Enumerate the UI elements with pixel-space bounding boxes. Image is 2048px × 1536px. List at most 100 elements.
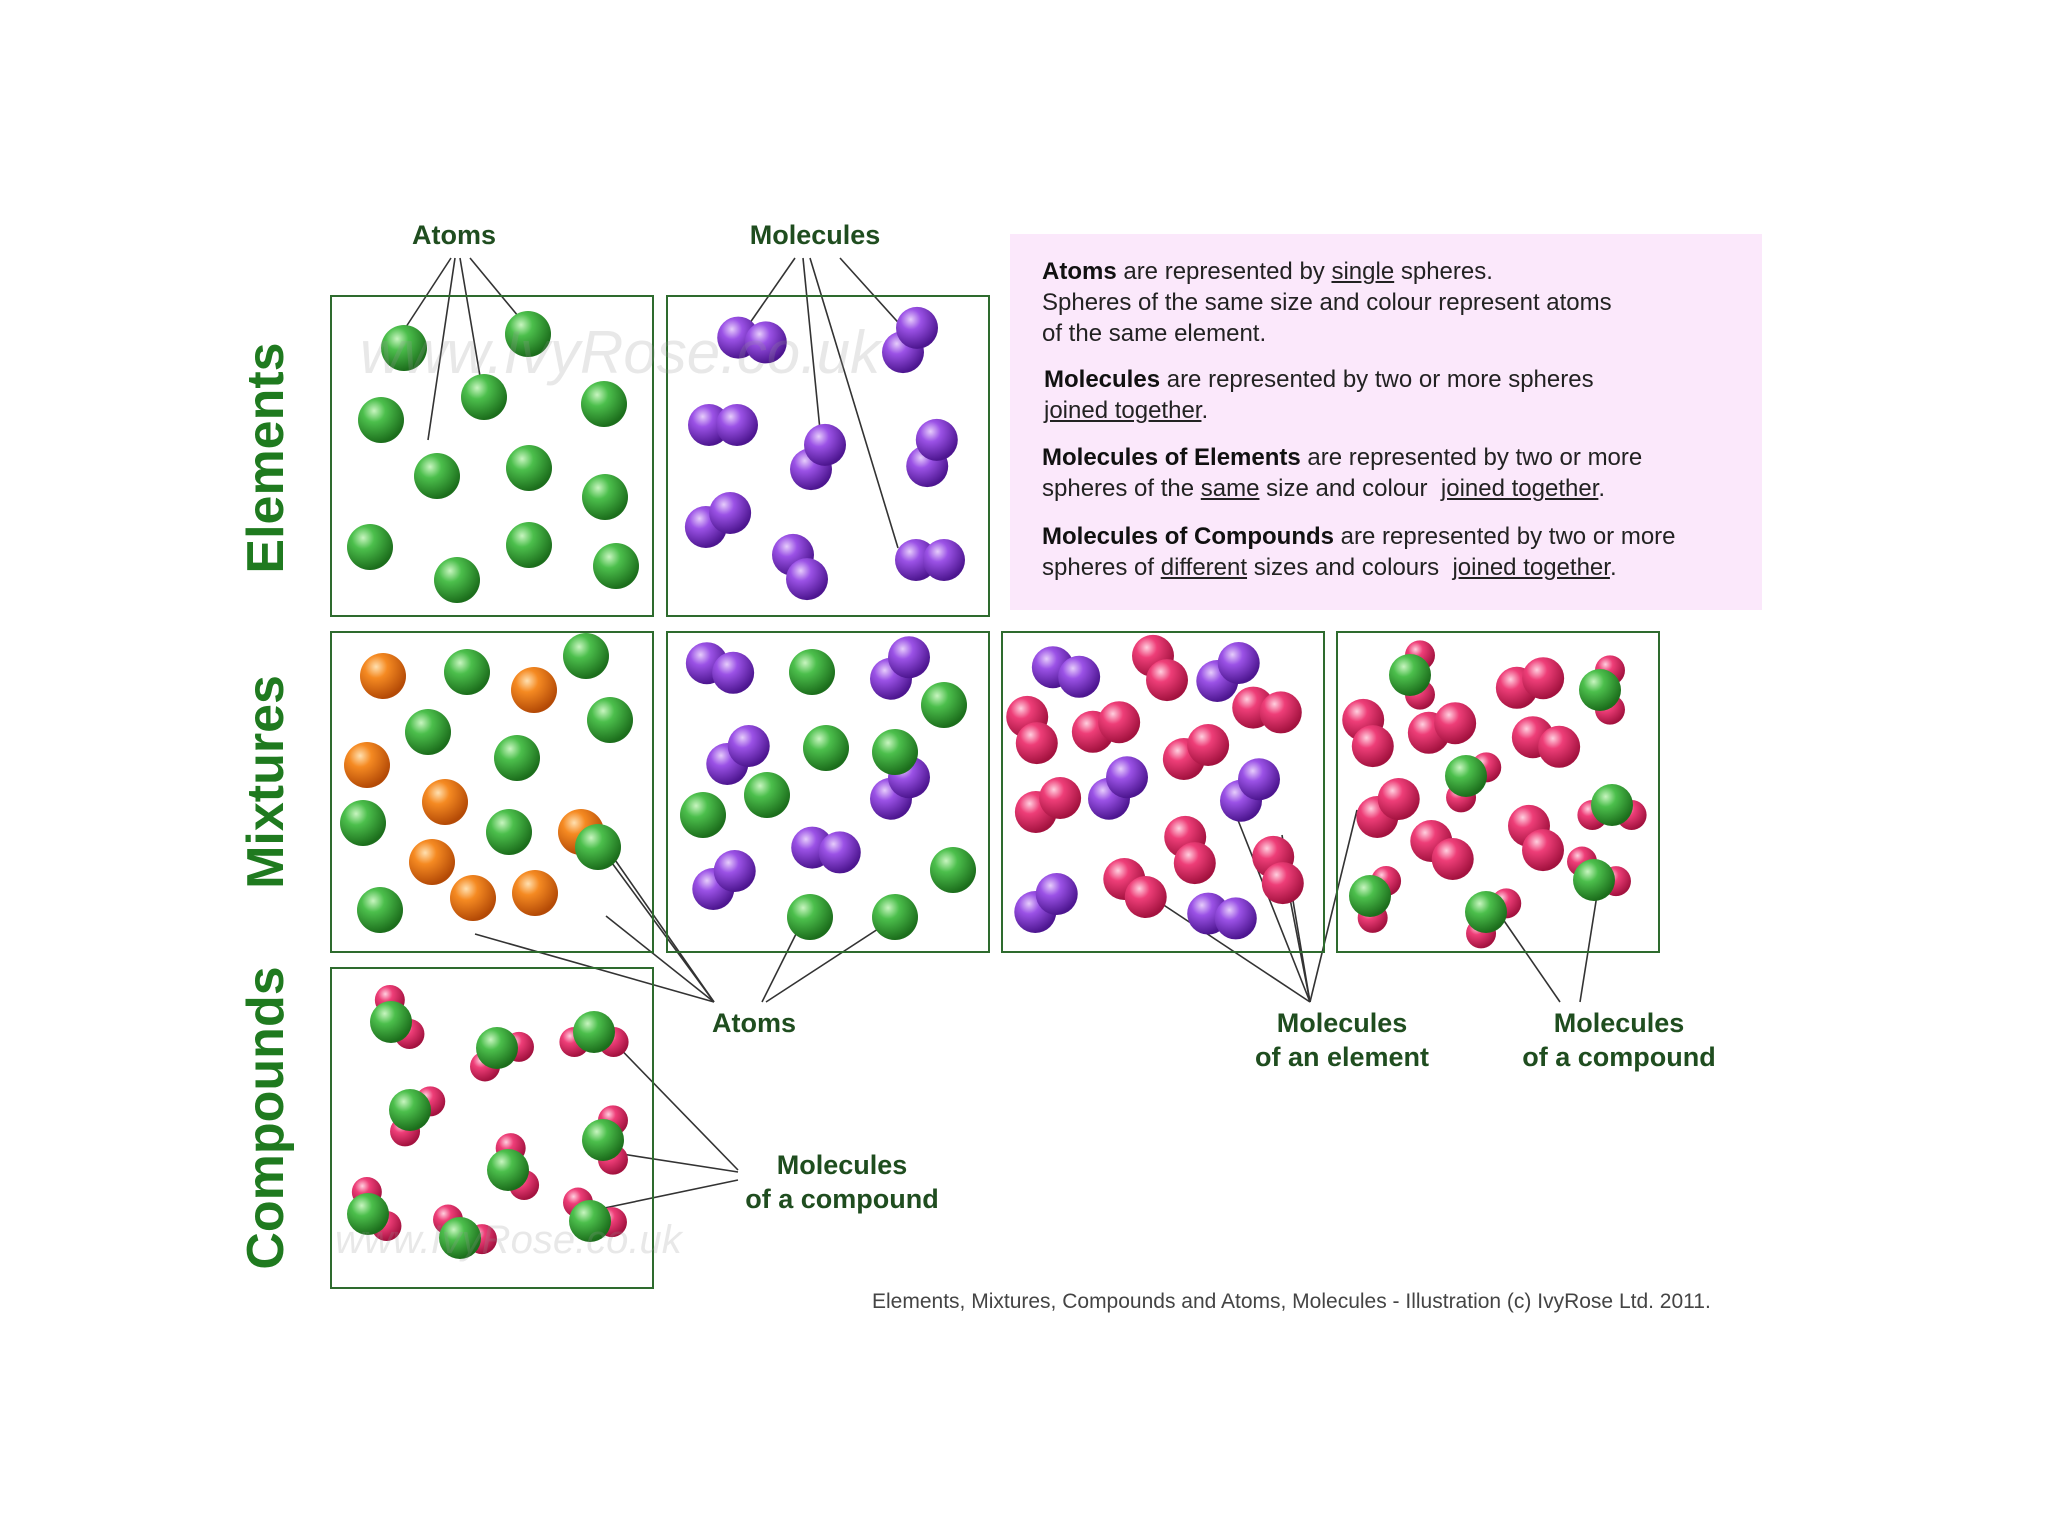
label-molecules-top: Molecules — [749, 220, 881, 250]
def-molecules-term: Molecules — [1044, 366, 1161, 393]
label-molecules-of-element: Molecules of an element — [1222, 1006, 1462, 1074]
green-sphere — [587, 697, 633, 743]
definition-molecules-of-elements: Molecules of Elements are represented by… — [1042, 442, 1642, 504]
pointer-line — [601, 1029, 739, 1171]
def-mol-compounds-text-b: spheres of — [1042, 554, 1161, 581]
pointer-line — [459, 257, 483, 389]
green-sphere — [569, 1200, 611, 1242]
pointer-line — [839, 257, 906, 331]
label-molecules-of-compound: Molecules of a compound — [1494, 1006, 1744, 1074]
panel-boxes — [330, 295, 1660, 1289]
green-sphere — [381, 325, 427, 371]
label-atoms-mid: Atoms — [711, 1008, 796, 1038]
def-molecules-end: . — [1201, 397, 1209, 424]
green-sphere — [1591, 784, 1633, 826]
purple-sphere — [727, 725, 770, 768]
green-sphere — [347, 524, 393, 570]
def-mol-elements-end: . — [1598, 475, 1606, 502]
green-sphere — [563, 633, 609, 679]
green-sphere — [357, 887, 403, 933]
green-sphere — [486, 809, 532, 855]
green-sphere — [476, 1027, 518, 1069]
pointer-line — [1497, 911, 1561, 1003]
spheres — [340, 306, 1647, 1259]
green-sphere — [803, 725, 849, 771]
def-mol-compounds-text-a: are represented by two or more — [1334, 523, 1676, 550]
purple-sphere — [818, 831, 861, 874]
green-sphere — [414, 453, 460, 499]
green-sphere — [789, 649, 835, 695]
box-mixtures-element-molecules — [1001, 631, 1325, 953]
pink-sphere — [1259, 691, 1302, 734]
green-sphere — [439, 1217, 481, 1259]
green-sphere — [930, 847, 976, 893]
green-sphere — [358, 397, 404, 443]
purple-sphere — [744, 321, 787, 364]
pink-sphere — [1261, 862, 1304, 905]
def-mol-elements-text-a: are represented by two or more — [1300, 444, 1643, 471]
row-label-elements: Elements — [237, 342, 295, 574]
def-mol-compounds-text-c: sizes and colours — [1247, 554, 1453, 581]
purple-sphere — [713, 850, 756, 893]
orange-sphere — [360, 653, 406, 699]
pointer-line — [809, 257, 899, 549]
pointer-line — [765, 915, 899, 1003]
green-sphere — [1349, 875, 1391, 917]
definition-molecules: Molecules are represented by two or more… — [1044, 364, 1594, 426]
green-sphere — [1579, 669, 1621, 711]
label-molecules-of-compound-line2: of a compound — [1522, 1042, 1716, 1072]
orange-sphere — [512, 870, 558, 916]
pink-sphere — [1522, 657, 1565, 700]
green-sphere — [581, 381, 627, 427]
purple-sphere — [1035, 873, 1078, 916]
green-sphere — [744, 772, 790, 818]
def-atoms-line3: of the same element. — [1042, 320, 1267, 347]
def-mol-elements-underline-same: same — [1200, 475, 1260, 502]
pink-sphere — [1098, 701, 1141, 744]
orange-sphere — [422, 779, 468, 825]
green-sphere — [582, 1119, 624, 1161]
pink-sphere — [1146, 659, 1188, 702]
pink-sphere — [1351, 725, 1394, 768]
pink-sphere — [1434, 702, 1477, 745]
label-compound-molecules-lower-line2: of a compound — [745, 1184, 939, 1214]
green-sphere — [494, 735, 540, 781]
green-sphere — [347, 1193, 389, 1235]
def-mol-compounds-underline-joined: joined together — [1452, 554, 1610, 581]
def-mol-elements-text-b: spheres of the — [1042, 475, 1201, 502]
def-mol-elements-term: Molecules of Elements — [1042, 444, 1301, 471]
green-sphere — [461, 374, 507, 420]
green-sphere — [787, 894, 833, 940]
box-mixtures-atoms — [330, 631, 654, 953]
orange-sphere — [511, 667, 557, 713]
purple-sphere — [1214, 897, 1257, 940]
green-sphere — [434, 557, 480, 603]
green-sphere — [505, 311, 551, 357]
green-sphere — [506, 522, 552, 568]
purple-sphere — [1058, 655, 1101, 698]
pink-sphere — [1538, 725, 1581, 768]
green-sphere — [872, 894, 918, 940]
def-atoms-text-b: spheres. — [1394, 258, 1493, 285]
green-sphere — [370, 1001, 412, 1043]
pointer-line — [600, 847, 715, 1003]
pointer-line — [621, 1153, 739, 1173]
purple-sphere — [1237, 758, 1280, 801]
green-sphere — [593, 543, 639, 589]
box-elements-molecules — [666, 295, 990, 617]
definition-molecules-of-compounds: Molecules of Compounds are represented b… — [1042, 521, 1676, 583]
green-sphere — [340, 800, 386, 846]
pink-sphere — [1187, 724, 1230, 766]
def-mol-compounds-underline-different: different — [1160, 554, 1248, 581]
pointer-line — [1231, 804, 1311, 1003]
watermark-top: www.IvyRose.co.uk — [360, 319, 881, 386]
purple-sphere — [1105, 756, 1148, 799]
box-mixtures-compound-molecules — [1336, 631, 1660, 953]
pointer-line — [594, 1179, 739, 1211]
purple-sphere — [786, 558, 828, 601]
pointer-line — [744, 257, 796, 331]
row-label-compounds: Compounds — [237, 966, 295, 1270]
orange-sphere — [344, 742, 390, 788]
green-sphere — [1445, 755, 1487, 797]
pink-sphere — [1431, 837, 1474, 880]
